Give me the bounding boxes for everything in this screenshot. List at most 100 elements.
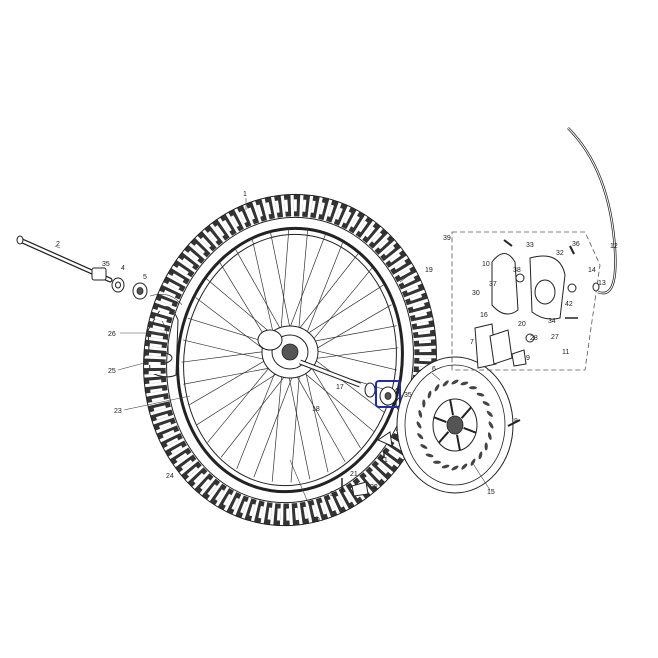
spoke — [290, 366, 301, 483]
callout-26: 26 — [108, 331, 116, 338]
disc-slot — [417, 433, 424, 440]
disc-slot — [488, 421, 494, 429]
callout-21: 21 — [350, 471, 358, 478]
spoke — [298, 367, 374, 432]
spoke — [196, 368, 285, 426]
brake-disc — [396, 356, 514, 494]
callout-25: 25 — [108, 368, 116, 375]
callout-24: 24 — [166, 473, 174, 480]
disc-slot — [434, 384, 440, 392]
disc-arm — [438, 431, 450, 444]
callout-23: 23 — [114, 408, 122, 415]
callout-20b: 20 — [518, 321, 526, 328]
disc-slot — [422, 399, 426, 408]
disc-slot — [442, 380, 449, 387]
disc-slot — [418, 409, 423, 418]
spoke — [305, 352, 385, 413]
spoke — [188, 355, 275, 406]
callout-2: 2 — [56, 241, 60, 248]
disc-slot — [461, 463, 468, 470]
spoke — [297, 228, 309, 342]
spoke — [304, 267, 373, 350]
disc-slot — [425, 453, 434, 458]
spoke — [181, 349, 275, 363]
callout-6: 6 — [432, 366, 436, 373]
spoke — [284, 232, 327, 341]
callout-4b: 4 — [394, 388, 398, 395]
disc-arm — [449, 399, 454, 416]
disc-slot — [484, 442, 488, 451]
spoke — [269, 230, 293, 341]
callout-1: 1 — [243, 191, 247, 198]
leader-lines — [54, 198, 491, 520]
callout-11: 11 — [562, 349, 569, 356]
disc-slot — [482, 401, 490, 406]
spoke — [305, 357, 361, 449]
spacer-left — [91, 267, 107, 281]
callout-35b: 35 — [404, 392, 412, 399]
callout-38: 38 — [513, 267, 521, 274]
disc-slot — [487, 432, 492, 441]
callout-15: 15 — [487, 489, 495, 496]
hub — [257, 325, 361, 388]
callout-37: 37 — [489, 281, 497, 288]
callout-42: 42 — [565, 301, 573, 308]
spoke — [220, 369, 290, 458]
callout-labels: 1234456789101112131415161718192020212223… — [56, 191, 618, 524]
disc-slot — [469, 386, 477, 390]
callout-22: 22 — [370, 484, 378, 491]
disc-slot — [433, 460, 441, 464]
bearing-left — [132, 282, 148, 300]
spoke — [305, 304, 392, 355]
callout-20a: 20 — [312, 517, 320, 524]
callout-41: 41 — [380, 457, 388, 464]
disc-slot — [420, 444, 428, 449]
spoke — [300, 325, 397, 345]
callout-28: 28 — [530, 335, 538, 342]
callout-30: 30 — [472, 290, 480, 297]
callout-3: 3 — [330, 491, 334, 498]
callout-40: 40 — [391, 434, 399, 441]
disc-slot — [486, 410, 493, 417]
disc-arm — [433, 416, 447, 423]
spoke — [182, 339, 277, 363]
disc-arm — [456, 434, 461, 451]
callout-14: 14 — [588, 267, 596, 274]
spoke — [183, 365, 280, 385]
spoke — [271, 368, 283, 482]
callout-32: 32 — [556, 250, 564, 257]
callout-7: 7 — [470, 339, 474, 346]
callout-34: 34 — [548, 318, 556, 325]
spoke — [207, 360, 276, 443]
disc-slot — [460, 381, 469, 386]
spoke — [234, 248, 288, 341]
callout-5: 5 — [143, 274, 147, 281]
highlight-box — [375, 380, 401, 408]
spoke — [292, 369, 346, 462]
highlighted-seal[interactable] — [375, 380, 401, 408]
callout-17: 17 — [336, 384, 344, 391]
callout-12: 12 — [610, 243, 618, 250]
spoke — [253, 369, 296, 478]
disc-bolt — [507, 419, 521, 427]
spoke — [251, 237, 277, 348]
callout-33: 33 — [526, 242, 534, 249]
spoke — [301, 240, 344, 346]
callout-4a: 4 — [121, 265, 125, 272]
disc-arm — [463, 427, 477, 434]
caliper-assembly — [451, 231, 601, 371]
disc-slot — [451, 465, 459, 471]
callout-13: 13 — [598, 280, 606, 287]
disc-slot — [451, 379, 459, 385]
spoke — [303, 347, 398, 371]
spoke — [287, 369, 311, 480]
callout-39: 39 — [443, 235, 451, 242]
callout-27: 27 — [551, 334, 559, 341]
callout-36: 36 — [572, 241, 580, 248]
callout-35a: 35 — [102, 261, 110, 268]
disc-slot — [470, 458, 476, 466]
seal-left — [111, 277, 125, 293]
callout-19: 19 — [425, 267, 433, 274]
callout-10: 10 — [482, 261, 490, 268]
